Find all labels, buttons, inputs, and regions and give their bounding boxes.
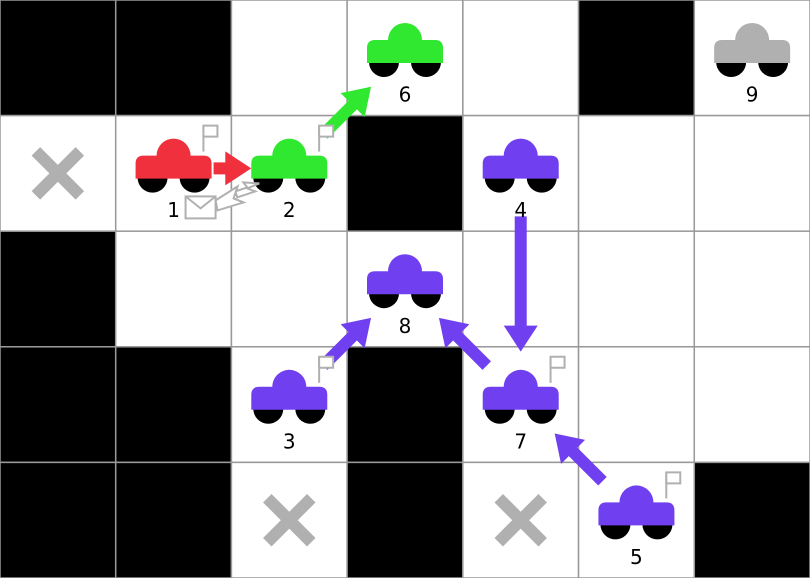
flag-icon [318, 355, 335, 383]
floor-cell[interactable] [693, 114, 810, 232]
floor-cell[interactable] [114, 230, 233, 348]
wall-cell[interactable] [114, 461, 233, 578]
floor-cell[interactable] [230, 0, 348, 117]
move-arrow-7-to-8 [438, 317, 491, 370]
robot-label: 7 [514, 429, 527, 453]
robot-label: 5 [630, 545, 643, 569]
envelope-icon [184, 184, 247, 220]
robot-label: 4 [514, 198, 527, 222]
move-arrow-1-to-2 [213, 151, 252, 186]
robot-6[interactable]: 6 [367, 23, 443, 107]
wall-cell[interactable] [346, 346, 464, 464]
message-arrow [234, 181, 260, 199]
robot-2[interactable]: 2 [251, 124, 335, 223]
wall-cell[interactable] [0, 0, 117, 117]
flag-icon [318, 124, 335, 152]
wall-cell[interactable] [0, 461, 117, 578]
floor-cell[interactable] [230, 230, 348, 348]
floor-cell[interactable] [577, 230, 696, 348]
robot-label: 8 [399, 314, 412, 338]
floor-cell[interactable] [462, 0, 580, 117]
robot-label: 9 [746, 83, 759, 107]
move-arrow-5-to-7 [554, 433, 607, 486]
robot-label: 6 [399, 83, 412, 107]
wall-cell[interactable] [577, 0, 696, 117]
wall-cell[interactable] [693, 461, 810, 578]
floor-cell[interactable] [577, 346, 696, 464]
wall-cell[interactable] [114, 0, 233, 117]
robot-5[interactable]: 5 [598, 471, 682, 569]
robot-label: 1 [167, 198, 180, 222]
x-mark-icon [263, 493, 316, 547]
floor-cell[interactable] [577, 114, 696, 232]
x-mark-icon [494, 493, 547, 547]
robot-3[interactable]: 3 [251, 355, 335, 454]
robot-label: 3 [283, 429, 296, 453]
robot-1[interactable]: 1 [135, 124, 219, 223]
wall-cell[interactable] [346, 461, 464, 578]
floor-cell[interactable] [693, 346, 810, 464]
move-arrow-4-to-7 [503, 216, 538, 352]
flag-icon [549, 355, 566, 383]
wall-cell[interactable] [0, 230, 117, 348]
robot-4[interactable]: 4 [482, 138, 559, 223]
flag-icon [665, 471, 682, 499]
x-mark-icon [31, 147, 85, 200]
robot-9[interactable]: 9 [714, 23, 791, 107]
wall-cell[interactable] [346, 114, 464, 232]
robot-label: 2 [283, 198, 296, 222]
wall-cell[interactable] [114, 346, 233, 464]
wall-cell[interactable] [0, 346, 117, 464]
flag-icon [202, 124, 219, 152]
robot-8[interactable]: 8 [367, 254, 443, 338]
robot-7[interactable]: 7 [482, 355, 566, 454]
floor-cell[interactable] [693, 230, 810, 348]
